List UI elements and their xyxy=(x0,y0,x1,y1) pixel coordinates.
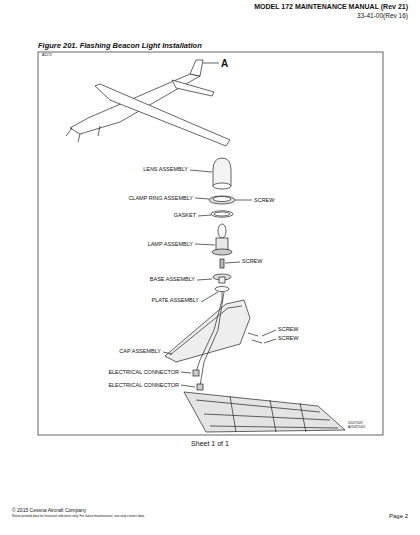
part-name: PLATE ASSEMBLY xyxy=(152,297,199,303)
part-name: SCREW xyxy=(278,335,298,341)
base-assembly xyxy=(197,274,231,283)
page-number: Page 2 xyxy=(389,513,408,520)
vertical-stabilizer xyxy=(184,392,345,432)
lens-assembly xyxy=(190,158,231,189)
view-letter: A xyxy=(221,58,228,69)
electrical-connector xyxy=(197,384,203,390)
part-name: CAP ASSEMBLY xyxy=(119,348,161,354)
retention-note: Retain printed data for historical refer… xyxy=(12,515,145,519)
sheet-number: Sheet 1 of 1 xyxy=(191,440,229,448)
part-name: CLAMP RING ASSEMBLY xyxy=(128,195,193,201)
part-name: BASE ASSEMBLY xyxy=(150,276,195,282)
copyright: © 2015 Cessna Aircraft Company xyxy=(12,508,86,514)
part-name: ELECTRICAL CONNECTOR xyxy=(108,382,179,388)
drawing-number: 0510T1097 xyxy=(348,422,363,425)
header-text: MODEL 172 MAINTENANCE MANUAL (Rev 21) xyxy=(254,3,408,11)
part-name: GASKET xyxy=(174,212,196,218)
clamp-ring-assembly xyxy=(195,196,252,204)
wire xyxy=(200,292,224,386)
drawing-number: A0518T1010 xyxy=(348,426,365,429)
part-name: SCREW xyxy=(254,197,274,203)
figure-title: Figure 201. Flashing Beacon Light Instal… xyxy=(38,42,202,50)
part-name: SCREW xyxy=(278,326,298,332)
gasket xyxy=(198,211,233,217)
lamp-assembly xyxy=(195,224,232,255)
figure-code: A1172 xyxy=(42,54,52,58)
figure-frame xyxy=(38,52,383,435)
plate-assembly xyxy=(201,287,229,303)
part-name: ELECTRICAL CONNECTOR xyxy=(108,369,179,375)
part-name: SCREW xyxy=(242,258,262,264)
electrical-connector xyxy=(193,370,199,376)
airplane-view xyxy=(66,60,230,146)
part-name: LENS ASSEMBLY xyxy=(143,166,188,172)
section-number: 33-41-00(Rev 16) xyxy=(357,12,408,19)
part-name: LAMP ASSEMBLY xyxy=(148,241,193,247)
wire xyxy=(196,292,222,372)
screw xyxy=(220,259,240,268)
